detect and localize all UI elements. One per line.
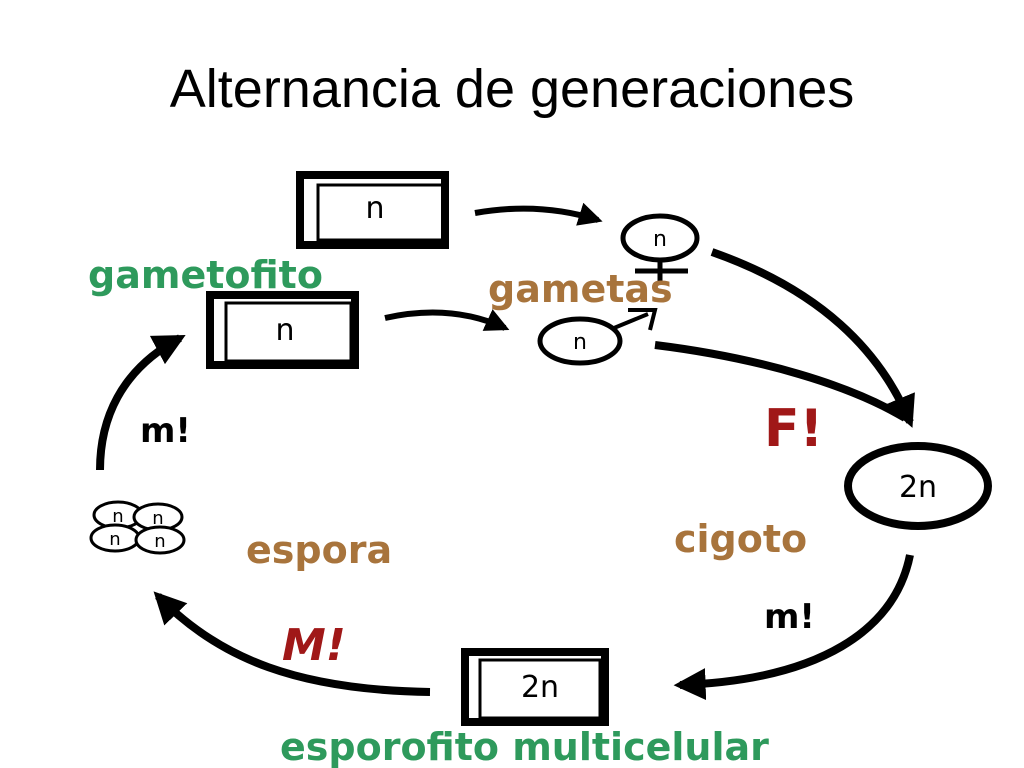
zygote-ploidy: 2n bbox=[899, 470, 937, 505]
spore-ploidy-3: n bbox=[109, 529, 120, 550]
sporophyte-ploidy: 2n bbox=[521, 670, 559, 705]
gametophyte-top-ploidy: n bbox=[365, 191, 384, 226]
label-gametas: gametas bbox=[488, 267, 673, 311]
sporophyte-box: 2n bbox=[461, 648, 609, 726]
gametophyte-box-top: n bbox=[296, 171, 449, 249]
label-espora: espora bbox=[246, 528, 392, 572]
label-esporofito: esporofito multicelular bbox=[280, 725, 769, 768]
gametophyte-box-bottom: n bbox=[206, 291, 359, 369]
arrow-gametophyte-to-female bbox=[474, 202, 603, 226]
male-gamete-icon: n bbox=[537, 308, 658, 366]
spore-ploidy-4: n bbox=[154, 531, 165, 552]
spore-ploidy-1: n bbox=[112, 506, 123, 527]
female-gamete-ploidy: n bbox=[653, 227, 667, 252]
arrow-spore-to-gametophyte bbox=[96, 334, 186, 471]
page-title: Alternancia de generaciones bbox=[169, 59, 855, 119]
arrow-gametophyte-to-male bbox=[384, 309, 510, 331]
spore-ploidy-2: n bbox=[152, 508, 163, 529]
label-mitosis-right: m! bbox=[764, 597, 815, 637]
male-gamete-ploidy: n bbox=[573, 330, 587, 355]
gametophyte-bottom-ploidy: n bbox=[275, 313, 294, 348]
label-mitosis-left: m! bbox=[140, 411, 191, 451]
label-fertilization: F! bbox=[764, 399, 823, 459]
label-gametofito: gametofito bbox=[88, 253, 323, 297]
label-meiosis: M! bbox=[282, 620, 346, 671]
female-gamete-icon: n bbox=[620, 213, 700, 282]
arrow-zygote-to-sporophyte bbox=[673, 554, 914, 701]
arrow-female-to-zygote bbox=[710, 248, 915, 428]
arrow-male-to-zygote bbox=[654, 341, 908, 422]
spore-cluster-icon: n n n n bbox=[89, 500, 186, 555]
zygote-circle: 2n bbox=[844, 442, 992, 530]
label-cigoto: cigoto bbox=[674, 517, 807, 561]
arrow-sporophyte-to-spore bbox=[153, 591, 431, 696]
